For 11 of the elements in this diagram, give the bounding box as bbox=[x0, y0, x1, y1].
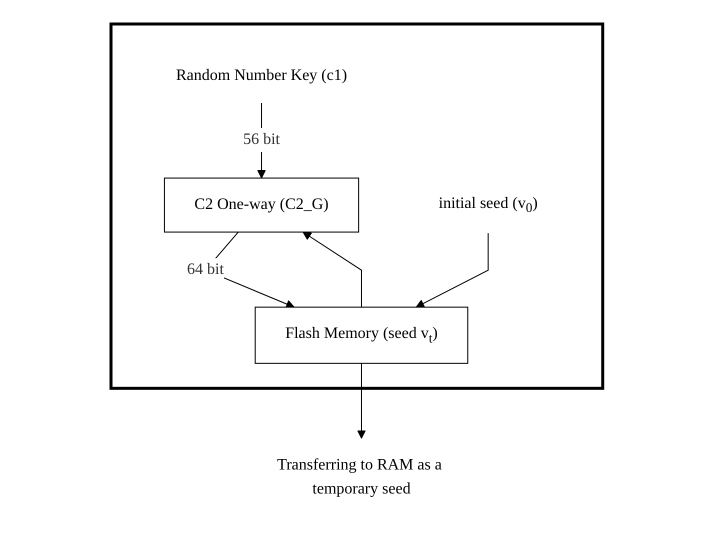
edge-label: 64 bit bbox=[187, 260, 224, 278]
node-text: initial seed (v$_{0}$) bbox=[438, 194, 538, 216]
node-box: C2 One-way (C2_G) bbox=[164, 177, 360, 232]
edge-label: 56 bit bbox=[243, 130, 280, 148]
arrow bbox=[357, 362, 366, 439]
node-box: Flash Memory (seed v$_{t}$) bbox=[254, 306, 468, 364]
cluster bbox=[110, 22, 604, 390]
arrow bbox=[302, 232, 362, 308]
node-text: Random Number Key (c1) bbox=[176, 66, 348, 84]
arrow bbox=[416, 232, 489, 308]
node-text: Transferring to RAM as a temporary seed bbox=[277, 456, 442, 498]
